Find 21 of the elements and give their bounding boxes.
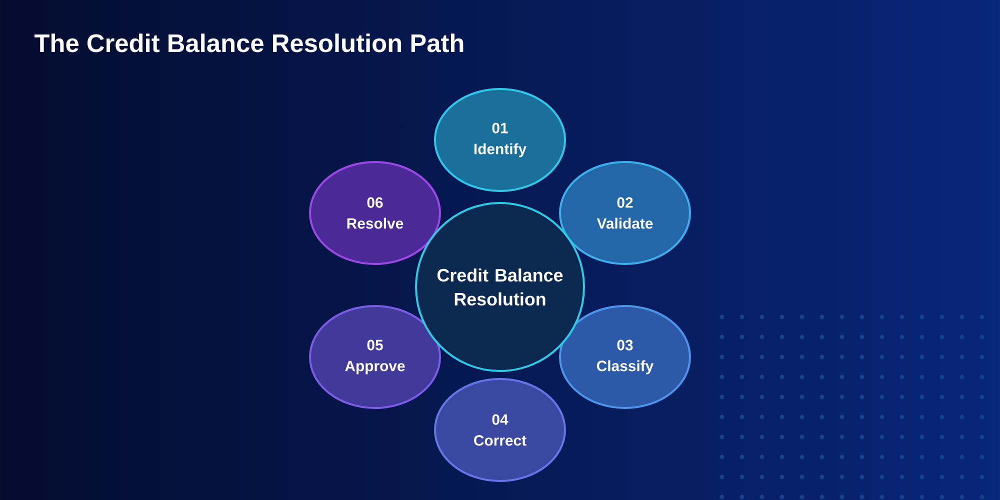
step-ellipse <box>309 305 441 409</box>
step-number: 06 <box>367 197 383 208</box>
step-number: 04 <box>492 414 508 425</box>
step-ellipse <box>434 88 566 192</box>
step-name: Classify <box>596 360 654 374</box>
step-ellipse <box>559 305 691 409</box>
step-name: Correct <box>474 435 526 446</box>
step-number: 02 <box>617 197 633 208</box>
title: The Credit Balance Resolution Path <box>34 34 464 52</box>
hub-title: Credit Balance Resolution <box>437 268 563 306</box>
step-name: Validate <box>596 218 653 229</box>
step-number: 01 <box>492 122 508 134</box>
step-number: 03 <box>617 340 633 350</box>
step-name: Approve <box>345 360 405 374</box>
step-ellipse <box>434 378 566 482</box>
step-ellipse <box>559 161 691 265</box>
step-name: Identify <box>474 143 526 158</box>
step-ellipse <box>309 161 441 265</box>
step-name: Resolve <box>347 218 404 229</box>
step-number: 05 <box>367 340 383 350</box>
hub-circle <box>415 202 585 372</box>
